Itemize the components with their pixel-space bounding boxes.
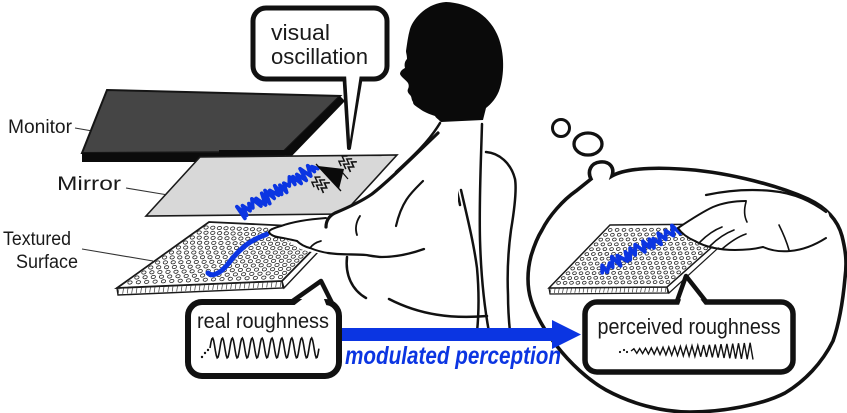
svg-text:real roughness: real roughness — [197, 309, 329, 333]
svg-text:Surface: Surface — [16, 252, 78, 273]
svg-text:Textured: Textured — [3, 229, 71, 250]
svg-text:perceived roughness: perceived roughness — [598, 314, 781, 339]
svg-text:Mirror: Mirror — [57, 174, 122, 195]
svg-text:modulated perception: modulated perception — [345, 342, 561, 370]
svg-text:Monitor: Monitor — [8, 117, 73, 138]
svg-text:oscillation: oscillation — [271, 44, 368, 69]
svg-text:visual: visual — [271, 20, 330, 45]
